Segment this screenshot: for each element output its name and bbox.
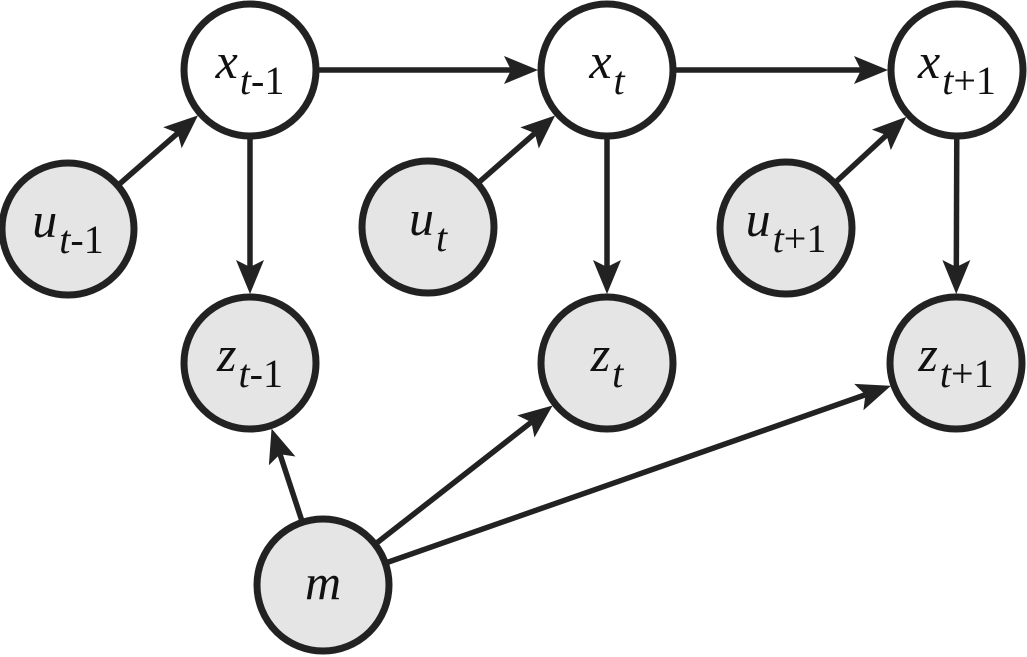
node-z_next: zt+1	[886, 293, 1026, 433]
node-subscript-var: t	[240, 58, 252, 103]
observed-node-circle	[358, 157, 498, 297]
node-symbol: x	[917, 33, 940, 89]
arrowhead-icon	[163, 115, 199, 149]
arrowhead-icon	[593, 260, 621, 294]
edge-x_prev-to-z_prev	[236, 136, 264, 294]
arrowhead-icon	[854, 383, 891, 411]
edge-line	[277, 453, 305, 524]
edge-line	[475, 131, 537, 186]
node-subscript-offset: +1	[951, 351, 994, 396]
node-label: m	[305, 554, 341, 610]
edge-u_prev-to-x_prev	[115, 115, 199, 188]
edge-u_next-to-x_next	[832, 116, 907, 186]
node-label: ut	[409, 190, 448, 260]
observed-node-circle	[716, 158, 856, 298]
node-m: m	[253, 515, 393, 655]
node-label: xt	[588, 33, 625, 103]
node-u_prev: ut-1	[0, 159, 138, 299]
node-z_curr: zt	[537, 293, 677, 433]
node-u_curr: ut	[358, 157, 498, 297]
edge-line	[373, 419, 534, 547]
node-subscript-var: t	[942, 58, 954, 103]
observed-node-circle	[180, 293, 320, 433]
latent-node-circle	[537, 0, 677, 140]
node-subscript-var: t	[614, 58, 626, 103]
edge-x_next-to-z_next	[942, 135, 971, 295]
node-label: zt	[590, 326, 624, 396]
latent-node-circle	[180, 0, 320, 140]
arrowhead-icon	[520, 115, 556, 149]
arrowhead-icon	[942, 259, 971, 295]
node-subscript-var: t	[239, 351, 251, 396]
edge-m-to-z_curr	[373, 405, 553, 547]
node-label: ut-1	[32, 192, 103, 262]
node-symbol: m	[305, 554, 341, 610]
node-label: xt-1	[215, 33, 285, 103]
observed-node-circle	[253, 515, 393, 655]
node-symbol: x	[588, 33, 611, 89]
node-x_curr: xt	[537, 0, 677, 140]
observed-node-circle	[886, 293, 1026, 433]
edge-m-to-z_next	[384, 383, 891, 566]
node-x_prev: xt-1	[180, 0, 320, 140]
edge-m-to-z_prev	[268, 428, 305, 524]
node-subscript-offset: +1	[784, 216, 827, 261]
node-subscript-var: t	[436, 215, 448, 260]
edges	[115, 56, 971, 566]
node-symbol: z	[216, 326, 236, 382]
edge-line	[384, 392, 867, 566]
node-label: zt-1	[216, 326, 283, 396]
node-symbol: u	[746, 191, 771, 247]
latent-node-circle	[887, 0, 1027, 140]
node-subscript-var: t	[940, 351, 952, 396]
node-symbol: z	[590, 326, 610, 382]
node-subscript-offset: -1	[70, 217, 103, 262]
node-symbol: u	[409, 190, 434, 246]
node-label: ut+1	[746, 191, 827, 261]
edge-line	[832, 133, 889, 186]
edge-u_curr-to-x_curr	[475, 115, 556, 186]
edge-x_prev-to-x_curr	[316, 56, 538, 84]
node-symbol: z	[917, 326, 937, 382]
node-subscript-var: t	[59, 217, 71, 262]
arrowhead-icon	[504, 56, 538, 84]
node-subscript-offset: -1	[250, 351, 283, 396]
arrowhead-icon	[236, 260, 264, 294]
edge-x_curr-to-z_curr	[593, 136, 621, 294]
node-x_next: xt+1	[887, 0, 1027, 140]
node-symbol: u	[32, 192, 57, 248]
edge-x_curr-to-x_next	[673, 56, 888, 84]
node-subscript-var: t	[773, 216, 785, 261]
observed-node-circle	[537, 293, 677, 433]
node-z_prev: zt-1	[180, 293, 320, 433]
node-subscript-offset: -1	[251, 58, 284, 103]
node-subscript-var: t	[612, 351, 624, 396]
edge-line	[115, 131, 180, 188]
arrowhead-icon	[854, 56, 888, 84]
node-symbol: x	[215, 33, 238, 89]
observed-node-circle	[0, 159, 138, 299]
arrowhead-icon	[517, 405, 553, 438]
node-subscript-offset: +1	[953, 58, 996, 103]
arrowhead-icon	[268, 428, 296, 466]
node-u_next: ut+1	[716, 158, 856, 298]
arrowhead-icon	[871, 116, 907, 151]
node-label: zt+1	[917, 326, 993, 396]
node-label: xt+1	[917, 33, 996, 103]
